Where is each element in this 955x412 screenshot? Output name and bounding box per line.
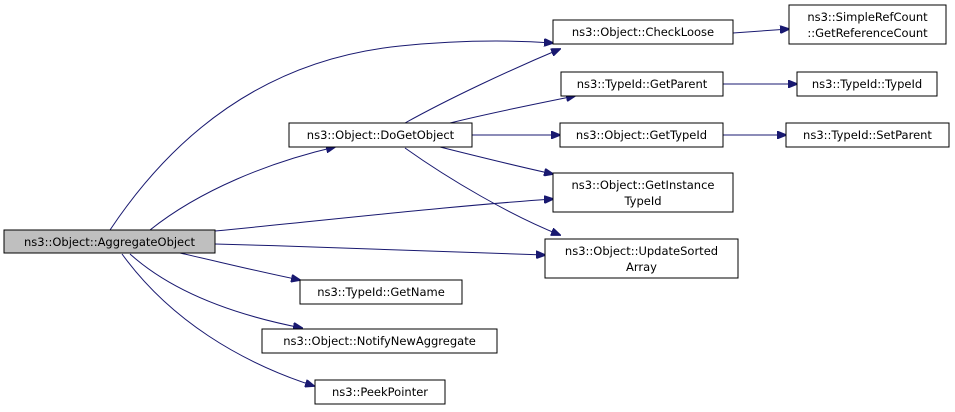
edges — [109, 29, 797, 386]
node-aggregate-object[interactable]: ns3::Object::AggregateObject — [3, 229, 216, 254]
edge-dogetobject-to-updatesortedarray — [404, 147, 560, 235]
edge-aggregate-to-getinstancetypeid — [214, 199, 553, 232]
edge-aggregate-to-notifynewaggregate — [129, 253, 302, 328]
node-peek-pointer-label: ns3::PeekPointer — [332, 385, 428, 399]
edge-aggregate-to-peekpointer — [121, 253, 314, 386]
node-update-sorted-array-label-2: Array — [626, 260, 657, 274]
node-type-id[interactable]: ns3::TypeId::TypeId — [796, 71, 938, 97]
node-get-instance-type-id-label-1: ns3::Object::GetInstance — [572, 178, 715, 192]
node-check-loose[interactable]: ns3::Object::CheckLoose — [552, 19, 734, 45]
node-get-type-id-label: ns3::Object::GetTypeId — [576, 128, 707, 142]
edge-aggregate-to-getname — [179, 252, 300, 280]
node-peek-pointer[interactable]: ns3::PeekPointer — [314, 379, 446, 405]
edge-dogetobject-to-getparent — [449, 96, 575, 124]
node-set-parent[interactable]: ns3::TypeId::SetParent — [785, 122, 950, 148]
node-get-type-id[interactable]: ns3::Object::GetTypeId — [559, 122, 724, 148]
edge-aggregate-to-dogetobject — [149, 147, 335, 231]
node-get-parent-label: ns3::TypeId::GetParent — [577, 77, 708, 91]
node-get-instance-type-id-label-2: TypeId — [623, 194, 661, 208]
edge-aggregate-to-checkloose — [109, 41, 553, 231]
node-type-id-label: ns3::TypeId::TypeId — [812, 77, 922, 91]
node-get-name-label: ns3::TypeId::GetName — [317, 285, 445, 299]
edge-aggregate-to-updatesortedarray — [214, 243, 545, 255]
node-update-sorted-array-label-1: ns3::Object::UpdateSorted — [565, 244, 718, 258]
node-get-name[interactable]: ns3::TypeId::GetName — [299, 279, 463, 305]
node-get-reference-count[interactable]: ns3::SimpleRefCount ::GetReferenceCount — [788, 4, 947, 45]
node-do-get-object-label: ns3::Object::DoGetObject — [307, 128, 455, 142]
edge-dogetobject-to-getinstancetypeid — [439, 146, 553, 174]
node-do-get-object[interactable]: ns3::Object::DoGetObject — [288, 122, 473, 148]
node-get-reference-count-label-1: ns3::SimpleRefCount — [807, 10, 928, 24]
node-get-parent[interactable]: ns3::TypeId::GetParent — [560, 71, 724, 97]
node-notify-new-aggregate-label: ns3::Object::NotifyNewAggregate — [283, 334, 476, 348]
edge-dogetobject-to-checkloose — [404, 49, 560, 124]
edge-checkloose-to-getreferencecount — [732, 29, 789, 33]
node-notify-new-aggregate[interactable]: ns3::Object::NotifyNewAggregate — [261, 328, 498, 354]
node-update-sorted-array[interactable]: ns3::Object::UpdateSorted Array — [544, 238, 739, 279]
node-aggregate-object-label: ns3::Object::AggregateObject — [24, 235, 195, 249]
node-set-parent-label: ns3::TypeId::SetParent — [803, 128, 932, 142]
node-get-instance-type-id[interactable]: ns3::Object::GetInstance TypeId — [552, 172, 734, 213]
node-check-loose-label: ns3::Object::CheckLoose — [572, 25, 714, 39]
node-get-reference-count-label-2: ::GetReferenceCount — [807, 26, 928, 40]
